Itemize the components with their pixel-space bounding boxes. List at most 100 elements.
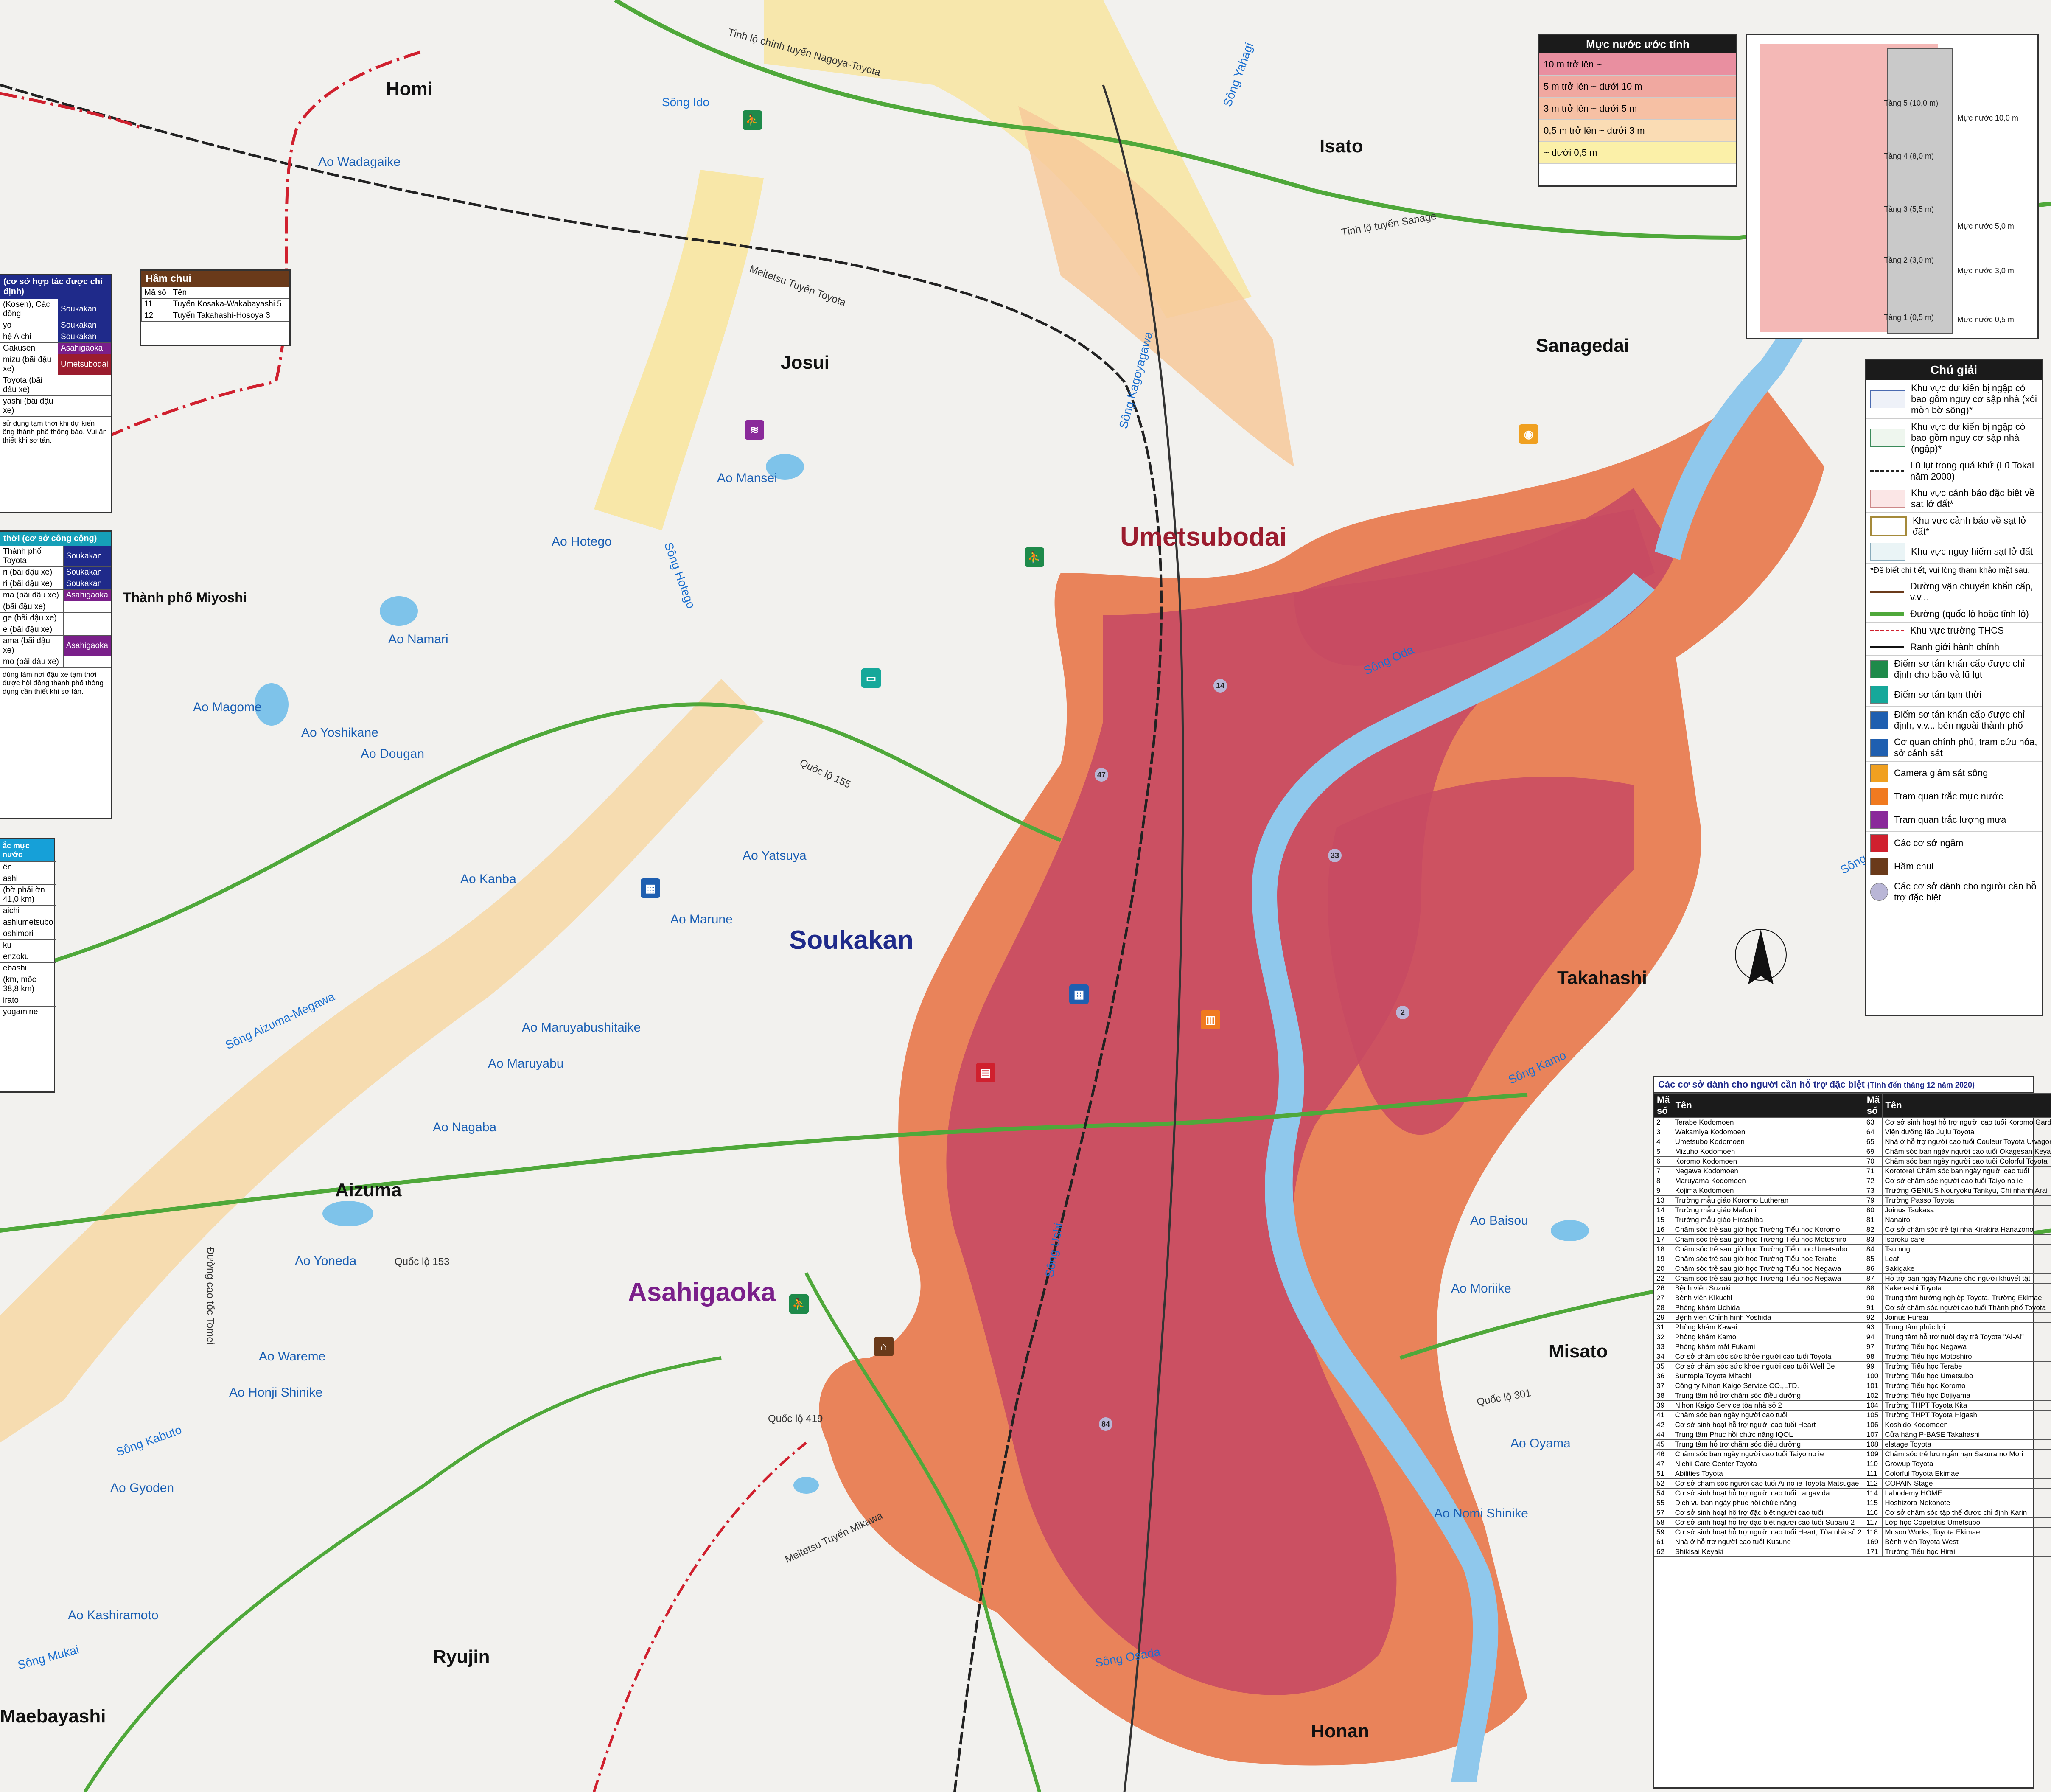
table-cell: 37: [1654, 1381, 1673, 1391]
table-cell: 19: [1654, 1254, 1673, 1264]
table-cell: 5: [1654, 1147, 1673, 1157]
water-level-row: 10 m trở lên ~: [1539, 53, 1736, 76]
evacuation-site-icon[interactable]: ⛹: [1025, 547, 1044, 567]
table-cell: Trường Tiểu học Hirai: [1882, 1547, 2051, 1557]
table-cell: Trường THPT Toyota Higashi: [1882, 1410, 2051, 1420]
table-row: irato: [0, 995, 56, 1007]
table-cell: 4: [1654, 1137, 1673, 1147]
table-cell: 114: [1863, 1488, 1883, 1498]
table-cell: 31: [1654, 1322, 1673, 1332]
road-label: Quốc lộ 419: [768, 1413, 823, 1425]
table-cell: Trung tâm hỗ trợ chăm sóc điều dưỡng: [1672, 1391, 1864, 1401]
special-facility-marker[interactable]: 33: [1328, 849, 1342, 862]
table-cell: 108: [1863, 1439, 1883, 1450]
water-mark-label: Mực nước 0,5 m: [1957, 315, 2014, 324]
table-cell: Cơ sở sinh hoạt hỗ trợ người cao tuổi He…: [1672, 1527, 1864, 1537]
table-cell: Trường mẫu giáo Koromo Lutheran: [1672, 1195, 1864, 1206]
pond-label: Ao Maruyabushitaike: [522, 1021, 641, 1035]
legend-label: Camera giám sát sông: [1894, 768, 1988, 778]
pond-label: Ao Gyoden: [110, 1481, 174, 1495]
underground-facility-icon[interactable]: ▤: [976, 1063, 995, 1082]
table-cell: 42: [1654, 1420, 1673, 1430]
legend-item: Đường vận chuyển khẩn cấp, v.v...: [1866, 578, 2042, 606]
underpass-icon[interactable]: ⌂: [874, 1337, 894, 1356]
legend-label: Đường vận chuyển khẩn cấp, v.v...: [1910, 581, 2033, 603]
table-note: sử dụng tạm thời khi dự kiến ồng thành p…: [3, 419, 107, 444]
table-cell: Viện dưỡng lão Jujiu Toyota: [1882, 1127, 2051, 1137]
district-isato: Isato: [1320, 136, 1363, 157]
table-cell: 112: [1863, 1478, 1883, 1489]
table-cell: Toyota (bãi đậu xe): [0, 375, 59, 396]
rainfall-station-icon[interactable]: ≋: [745, 420, 764, 440]
table-cell: [63, 624, 112, 636]
legend-label: Khu vực dự kiến bị ngập có bao gồm nguy …: [1911, 383, 2037, 415]
table-cell: 99: [1863, 1361, 1883, 1371]
table-cell: Sakigake: [1882, 1264, 2051, 1274]
table-cell: 87: [1863, 1273, 1883, 1284]
special-facility-marker[interactable]: 47: [1095, 768, 1108, 782]
government-office-icon[interactable]: ▦: [1069, 984, 1089, 1004]
table-cell: Trường Passo Toyota: [1882, 1195, 2051, 1206]
table-cell: 51: [1654, 1469, 1673, 1479]
legend-label: Điểm sơ tán khẩn cấp được chỉ định cho b…: [1894, 658, 2025, 680]
table-row: yashi (bãi đậu xe): [0, 395, 111, 417]
table-cell: Asahigaoka: [63, 589, 112, 601]
table-cell: 116: [1863, 1508, 1883, 1518]
table-cell: [58, 395, 111, 417]
table-cell: Soukakan: [63, 546, 112, 567]
table-cell: 54: [1654, 1488, 1673, 1498]
water-level-station-icon[interactable]: ▥: [1201, 1010, 1220, 1029]
table-cell: 2: [1654, 1117, 1673, 1127]
table-cell: 80: [1863, 1205, 1883, 1215]
temporary-evacuation-icon[interactable]: ▭: [861, 668, 881, 688]
table-cell: Isoroku care: [1882, 1234, 2051, 1245]
evacuation-site-icon[interactable]: ⛹: [789, 1294, 809, 1314]
table-cell: 36: [1654, 1371, 1673, 1381]
legend-label: Khu vực nguy hiểm sạt lở đất: [1911, 546, 2033, 557]
table-cell: [58, 375, 111, 396]
pond-label: Ao Maruyabu: [488, 1057, 564, 1071]
table-cell: 8: [1654, 1176, 1673, 1186]
water-level-row: 5 m trở lên ~ dưới 10 m: [1539, 76, 1736, 98]
special-facility-marker[interactable]: 14: [1213, 679, 1227, 693]
table-cell: Trường mẫu giáo Hirashiba: [1672, 1215, 1864, 1225]
table-cell: [63, 612, 112, 624]
government-office-icon[interactable]: ▦: [641, 878, 660, 898]
table-cell: oshimori: [0, 928, 56, 940]
map-legend: Chú giải Khu vực dự kiến bị ngập có bao …: [1865, 359, 2043, 1016]
water-level-legend: Mực nước ước tính 10 m trở lên ~ 5 m trở…: [1538, 34, 1737, 187]
table-cell: 26: [1654, 1283, 1673, 1293]
water-level-label: ~ dưới 0,5 m: [1544, 147, 1597, 158]
legend-item: Lũ lụt trong quá khứ (Lũ Tokai năm 2000): [1866, 457, 2042, 485]
table-cell: Chăm sóc ban ngày người cao tuổi Colorfu…: [1882, 1156, 2051, 1167]
pond-label: Ao Yatsuya: [743, 849, 807, 863]
table-cell: 117: [1863, 1517, 1883, 1528]
table-cell: Shikisai Keyaki: [1672, 1547, 1864, 1557]
evacuation-site-icon[interactable]: ⛹: [743, 110, 762, 130]
special-facility-marker[interactable]: 2: [1396, 1006, 1409, 1019]
table-cell: 15: [1654, 1215, 1673, 1225]
designated-facilities-table: (cơ sở hợp tác được chỉ định) (Kosen), C…: [0, 274, 112, 513]
legend-item: Khu vực trường THCS: [1866, 623, 2042, 639]
floor-label: Tầng 2 (3,0 m): [1884, 256, 1934, 264]
special-facility-marker[interactable]: 84: [1099, 1417, 1112, 1431]
table-header: Tên: [170, 287, 289, 299]
table-cell: 104: [1863, 1400, 1883, 1411]
river-camera-icon[interactable]: ◉: [1519, 424, 1538, 444]
